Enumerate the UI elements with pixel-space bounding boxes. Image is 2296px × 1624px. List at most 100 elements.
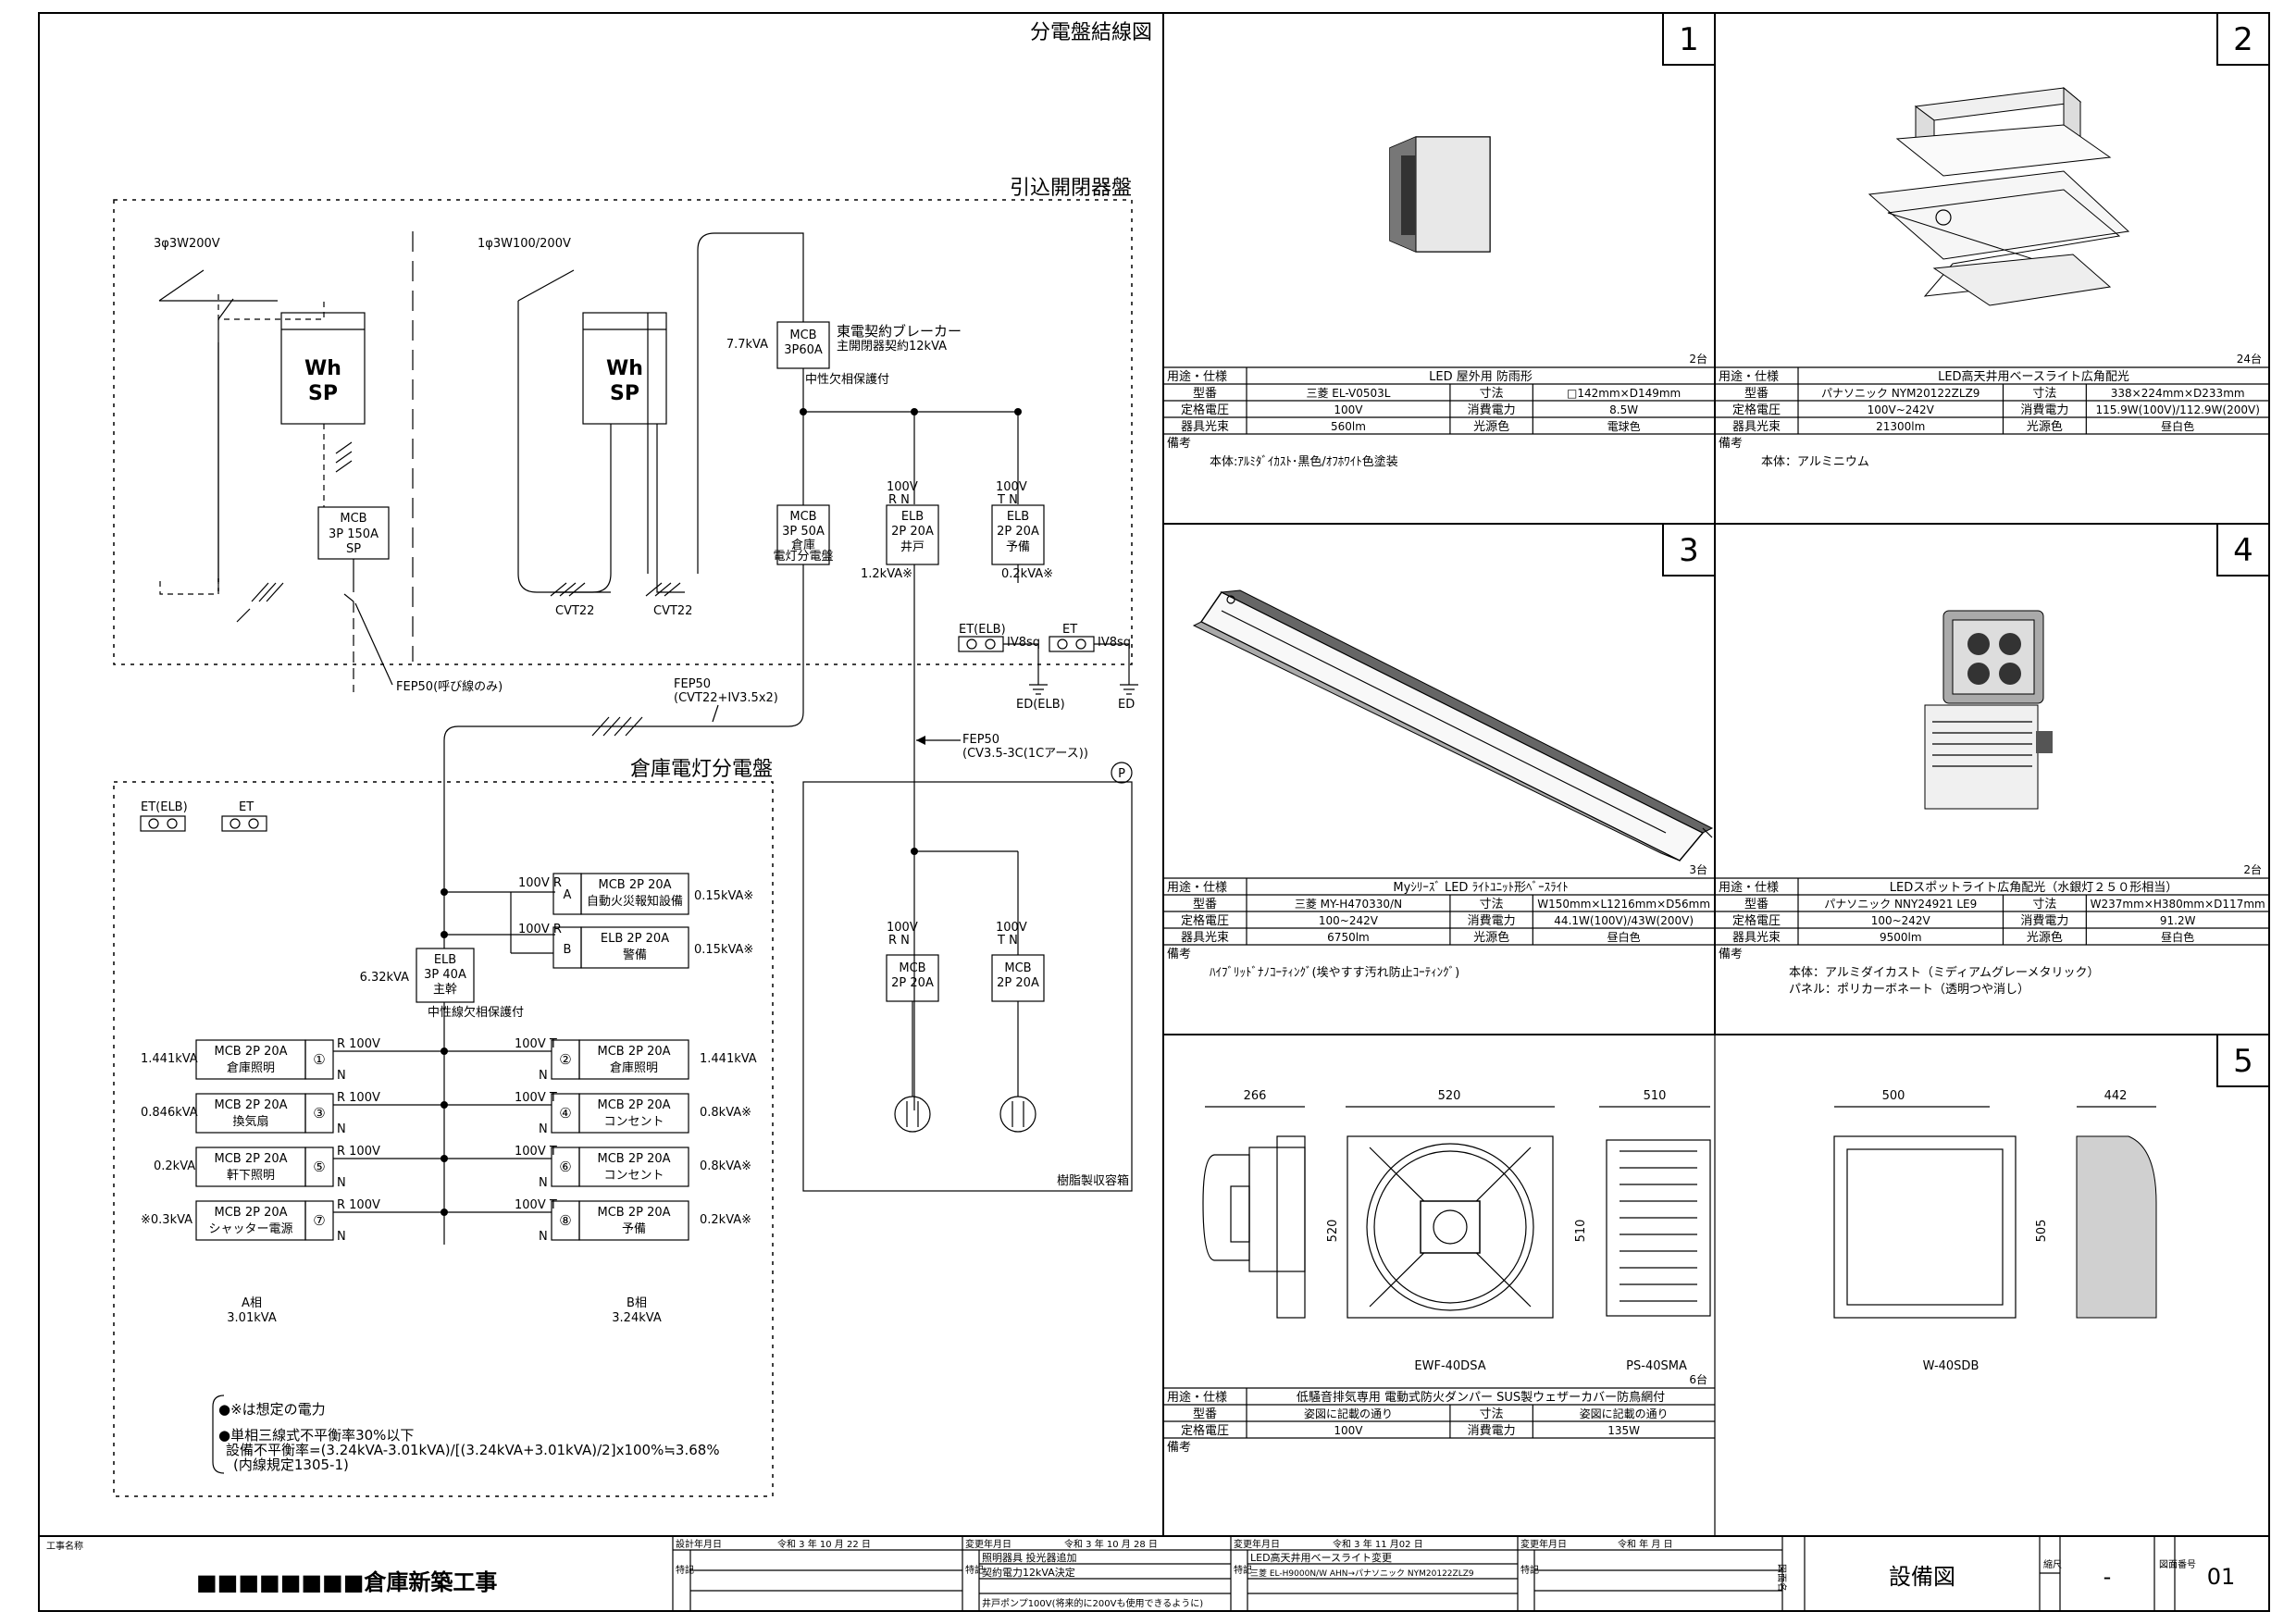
- equip-5-row-1-label2: 寸法: [1480, 1407, 1504, 1421]
- equip-5-row-2-label2: 消費電力: [1468, 1424, 1516, 1438]
- equip-2-row-3-value2: 昼白色: [2161, 419, 2194, 433]
- left-3-name: 軒下照明: [227, 1169, 275, 1183]
- special-label-2: 特記: [965, 1564, 984, 1576]
- svg-text:N: N: [539, 1069, 548, 1083]
- fixture-3-image: [1192, 589, 1714, 862]
- equip-3-row-2-value: 100~242V: [1319, 914, 1379, 927]
- rev1-date: 令和 3 年 10 月 28 日: [1064, 1538, 1158, 1550]
- left-2-name: 換気扇: [232, 1114, 268, 1129]
- svg-text:電灯分電盤: 電灯分電盤: [773, 550, 833, 564]
- fixture-1-image: [1389, 136, 1491, 253]
- left-4-name: シャッター電源: [208, 1222, 292, 1236]
- equip-5-row-0-value: 低騒音排気専用 電動式防火ダンパー SUS製ウェザーカバー防鳥網付: [1297, 1390, 1665, 1405]
- right-1-name: 倉庫照明: [610, 1061, 658, 1075]
- equip-2-row-1-label: 型番: [1744, 387, 1769, 401]
- equip-1-row-0-label: 用途・仕様: [1167, 369, 1227, 384]
- svg-text:3.24kVA: 3.24kVA: [612, 1311, 662, 1325]
- elb-well-kva: 1.2kVA※: [861, 567, 912, 581]
- equip-2-row-2-label: 定格電圧: [1732, 403, 1781, 417]
- equip-2-remark: 本体：アルミニウム: [1761, 455, 1869, 469]
- right-3-name: コンセント: [603, 1169, 664, 1183]
- right-1-ph: 100V T: [515, 1037, 557, 1051]
- project-name: ■■■■■■■■倉庫新築工事: [196, 1569, 497, 1595]
- svg-text:MCB: MCB: [899, 961, 925, 975]
- right-4-ph: 100V T: [515, 1198, 557, 1212]
- branch-left-1: 1.441kVA MCB 2P 20A 倉庫照明 ① R 100V N: [141, 1037, 444, 1083]
- special-label-3: 特記: [1234, 1564, 1252, 1576]
- right-3-no: ⑥: [559, 1159, 571, 1175]
- equip-4-remark: 本体：アルミダイカスト（ミディアムグレーメタリック）: [1789, 965, 2100, 980]
- right-2-no: ④: [559, 1105, 571, 1122]
- wh-main-note: 中性線欠相保護付: [428, 1005, 524, 1020]
- svg-text:N: N: [337, 1176, 346, 1190]
- warehouse-panel: 倉庫電灯分電盤 ET(ELB) ET ELB 3P 40A 主幹 6.32kVA…: [113, 758, 774, 1497]
- dim-442: 442: [2104, 1089, 2128, 1103]
- branch-left-2: 0.846kVA MCB 2P 20A 換気扇 ③ R 100V N: [141, 1091, 444, 1136]
- outlet-b-icon: [999, 1096, 1036, 1133]
- special-label-4: 特記: [1520, 1564, 1539, 1576]
- equip-4-row-3-value2: 昼白色: [2161, 930, 2194, 944]
- left-1-no: ①: [313, 1051, 325, 1068]
- equip-5-qty: 6台: [1689, 1372, 1707, 1386]
- equip-2-row-0-value: LED高天井用ベースライト広角配光: [1938, 369, 2129, 384]
- equip-1-row-2-label: 定格電圧: [1181, 403, 1229, 417]
- equip-4-row-1-value: パナソニック NNY24921 LE9: [1824, 898, 1977, 911]
- equip-5-row-2-value2: 135W: [1607, 1424, 1640, 1437]
- equip-2-row-3-value: 21300lm: [1876, 420, 1925, 433]
- left-4-kva: ※0.3kVA: [141, 1213, 192, 1227]
- feed-a-voltage: 100V R: [518, 876, 562, 890]
- equip-3-row-2-label: 定格電圧: [1181, 913, 1229, 928]
- equip-3-row-0-label: 用途・仕様: [1167, 880, 1227, 895]
- equip-3-row-1-value2: W150mm×L1216mm×D56mm: [1537, 898, 1710, 911]
- drawing-name: 設備図: [1889, 1564, 1955, 1590]
- feed-a-tag: A: [564, 888, 572, 902]
- wh-note2: ●単相三線式不平衡率30%以下: [218, 1427, 414, 1444]
- rev2-line2: 三菱 EL-H9000N/W AHN→パナソニック NYM20122ZLZ9: [1250, 1568, 1474, 1579]
- equip-2-row-2-value: 100V~242V: [1868, 403, 1935, 416]
- svg-text:倉庫: 倉庫: [791, 539, 815, 552]
- right-2-mcb: MCB 2P 20A: [597, 1098, 670, 1112]
- left-1-name: 倉庫照明: [227, 1061, 275, 1075]
- right-4-kva: 0.2kVA※: [700, 1213, 751, 1227]
- left-1-kva: 1.441kVA: [141, 1052, 198, 1066]
- model-ewf: EWF-40DSA: [1414, 1359, 1485, 1373]
- svg-text:2P 20A: 2P 20A: [997, 976, 1039, 990]
- feed-b-voltage: 100V R: [518, 923, 562, 936]
- elb-spare-v: 100V: [996, 480, 1027, 494]
- design-date-label: 設計年月日: [676, 1538, 722, 1550]
- dim-500: 500: [1882, 1089, 1905, 1103]
- fixture-2-image: [1868, 86, 2130, 306]
- equip-4-row-0-label: 用途・仕様: [1719, 880, 1779, 895]
- svg-text:N: N: [337, 1122, 346, 1136]
- fep-main2: (CVT22+IV3.5x2): [674, 691, 778, 705]
- model-ps: PS-40SMA: [1626, 1359, 1687, 1373]
- equip-2-row-0-label: 用途・仕様: [1719, 369, 1779, 384]
- branch-right-4: 100V T N ⑧ MCB 2P 20A 予備 0.2kVA※: [444, 1198, 751, 1244]
- svg-text:N: N: [539, 1230, 548, 1244]
- warehouse-panel-title: 倉庫電灯分電盤: [630, 758, 773, 781]
- main-kva: 7.7kVA: [726, 338, 768, 352]
- equip-3-row-1-label2: 寸法: [1480, 898, 1504, 911]
- equip-2-row-1-label2: 寸法: [2032, 387, 2056, 401]
- svg-text:3P 40A: 3P 40A: [424, 968, 466, 982]
- left-3-ph: R 100V: [337, 1145, 380, 1159]
- elb-well-v: 100V: [887, 480, 918, 494]
- equip-2-row-1-value: パナソニック NYM20122ZLZ9: [1821, 387, 1980, 400]
- left-2-ph: R 100V: [337, 1091, 380, 1105]
- sheet-border: [38, 12, 2270, 1612]
- dim-510-v: 510: [1574, 1220, 1588, 1243]
- design-date: 令和 3 年 10 月 22 日: [777, 1538, 871, 1550]
- equip-3-qty: 3台: [1689, 862, 1707, 876]
- scale-value: -: [2104, 1564, 2112, 1590]
- equip-3-remark: ﾊｲﾌﾞﾘｯﾄﾞﾅﾉｺｰﾃｨﾝｸﾞ(埃やすす汚れ防止ｺｰﾃｨﾝｸﾞ): [1210, 965, 1459, 980]
- svg-text:ELB: ELB: [901, 510, 924, 524]
- equip-1-row-2-value: 100V: [1334, 403, 1363, 416]
- equip-1-row-0-value: LED 屋外用 防雨形: [1429, 369, 1533, 384]
- scale-label: 縮尺: [2043, 1558, 2062, 1570]
- et-elb: ET(ELB): [959, 623, 1006, 637]
- main-note2: 主開閉器契約12kVA: [837, 340, 947, 353]
- rev2-date: 令和 3 年 11 月02 日: [1333, 1538, 1423, 1550]
- svg-text:MCB: MCB: [1004, 961, 1031, 975]
- branch-left-3: 0.2kVA MCB 2P 20A 軒下照明 ⑤ R 100V N: [154, 1145, 444, 1190]
- elb-spare-note: 予備: [1006, 539, 1030, 554]
